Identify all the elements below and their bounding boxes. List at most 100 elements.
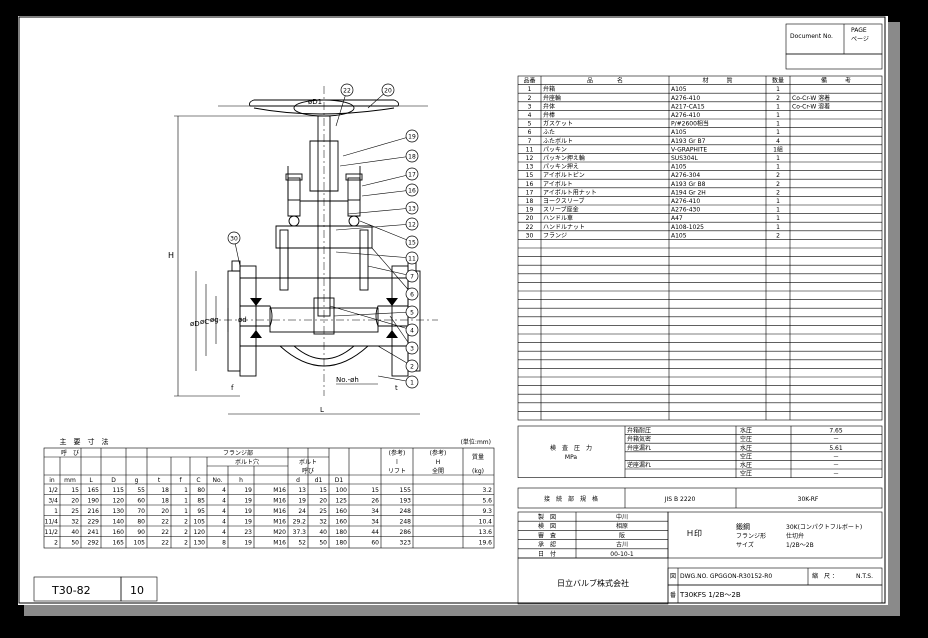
page-shadow-right [888, 22, 900, 616]
dims-col-6: f [179, 477, 182, 484]
callout-17: 17 [361, 167, 419, 187]
dims-cell: 11/4 [45, 519, 59, 526]
dims-cell: 292 [88, 540, 100, 547]
dims-col-1: mm [64, 477, 76, 484]
dims-head-h: H [436, 459, 441, 466]
dims-cell: 2 [184, 529, 188, 536]
callout-18: 18 [339, 149, 419, 167]
part-name: 弁体 [543, 102, 555, 110]
part-no: 1 [528, 86, 532, 93]
pressure-item: 弁座漏れ [627, 444, 651, 452]
dims-head-kg: (kg) [472, 468, 484, 475]
dims-col-11: d1 [315, 477, 323, 484]
dims-cell: 1/2 [48, 487, 58, 494]
dims-head-mass: 質量 [472, 453, 484, 461]
dims-cell: 19 [244, 519, 252, 526]
part-name: スリーブ座金 [543, 206, 579, 214]
dims-cell: 120 [194, 529, 206, 536]
dims-col-2: L [89, 477, 93, 484]
dims-cell: 5.6 [482, 498, 492, 505]
dims-head-h-ref: (参考) [430, 449, 447, 457]
product-size: 1/2B～2B [786, 542, 814, 549]
approval-role: 承 認 [538, 541, 556, 549]
callout-number-15: 15 [408, 240, 416, 247]
part-material: A276-430 [671, 207, 700, 214]
dims-cell: 10.4 [479, 519, 493, 526]
dims-head-bolt-hole: ボルト穴 [235, 458, 259, 466]
callout-number-12: 12 [408, 222, 416, 229]
callout-number-20: 20 [384, 88, 392, 95]
dim-dd-label: øD [190, 320, 200, 328]
dims-cell: 13.6 [479, 529, 493, 536]
scale-value: N.T.S. [856, 573, 873, 580]
part-material: SUS304L [671, 155, 698, 162]
dims-cell: 190 [88, 498, 100, 505]
callout-1: 1 [377, 375, 419, 389]
dims-cell: 25 [319, 508, 327, 515]
part-material: A105 [671, 232, 687, 239]
part-material: A108-1025 [671, 224, 704, 231]
dims-cell: 23 [244, 529, 252, 536]
approval-role: 日 付 [538, 550, 556, 558]
page-label-jp: ページ [851, 36, 869, 43]
dims-cell: 26 [371, 498, 379, 505]
dims-head-bolt-nominal: 呼び [302, 467, 314, 475]
dwg-label: 図 [670, 573, 676, 580]
part-material: A276-410 [671, 112, 700, 119]
part-no: 5 [528, 121, 532, 128]
callout-22: 22 [335, 83, 354, 127]
callout-12: 12 [335, 217, 419, 231]
dims-cell: 4 [222, 498, 226, 505]
part-material: A217-CA15 [671, 103, 705, 110]
dims-cell: 37.3 [293, 529, 307, 536]
dims-cell: M16 [273, 487, 286, 494]
part-qty: 1 [776, 103, 780, 110]
callout-number-18: 18 [408, 154, 416, 161]
dims-cell: 20 [161, 508, 169, 515]
part-no: 7 [528, 138, 532, 145]
part-no: 6 [528, 129, 532, 136]
dims-cell: 8 [222, 540, 226, 547]
dim-g-label: øg [210, 316, 219, 324]
dims-cell: 3.2 [482, 487, 492, 494]
dims-cell: 19 [244, 508, 252, 515]
approval-name: 相原 [616, 522, 628, 530]
dims-cell: 34 [371, 508, 379, 515]
dims-cell: 2 [184, 519, 188, 526]
callout-3: 3 [389, 315, 419, 355]
part-qty: 1 [776, 198, 780, 205]
dims-cell: 241 [88, 529, 100, 536]
callout-6: 6 [371, 247, 419, 301]
approval-name: 00-10-1 [610, 551, 634, 558]
part-material: A276-410 [671, 198, 700, 205]
dims-cell: 1 [54, 508, 58, 515]
document-no-label: Document No. [790, 33, 833, 40]
callout-number-13: 13 [408, 206, 416, 213]
dims-cell: 130 [194, 540, 206, 547]
footer-number: 10 [130, 584, 144, 597]
dims-cell: 1 [184, 508, 188, 515]
dims-cell: 193 [400, 498, 412, 505]
part-material: P/#2600相当 [671, 120, 709, 128]
callout-number-22: 22 [343, 88, 351, 95]
callout-number-5: 5 [410, 310, 414, 317]
part-name: アイボルト用ナット [543, 188, 597, 196]
part-material: A194 Gr 2H [671, 189, 706, 196]
model-no: T30KFS 1/2B～2B [679, 591, 741, 599]
part-qty: 1 [776, 215, 780, 222]
scale-label: 縮 尺 ： [812, 572, 838, 580]
dims-cell: 165 [88, 487, 100, 494]
dims-cell: 32 [71, 519, 79, 526]
part-material: A47 [671, 215, 683, 222]
part-no: 17 [526, 189, 534, 196]
approval-role: 製 図 [538, 513, 556, 521]
product-flange-label: フランジ形 [736, 532, 766, 540]
dims-col-9: h [239, 477, 243, 484]
dims-cell: 120 [113, 498, 125, 505]
part-qty: 1 [776, 164, 780, 171]
dims-col-7: C [196, 477, 200, 484]
dims-cell: 15 [371, 487, 379, 494]
